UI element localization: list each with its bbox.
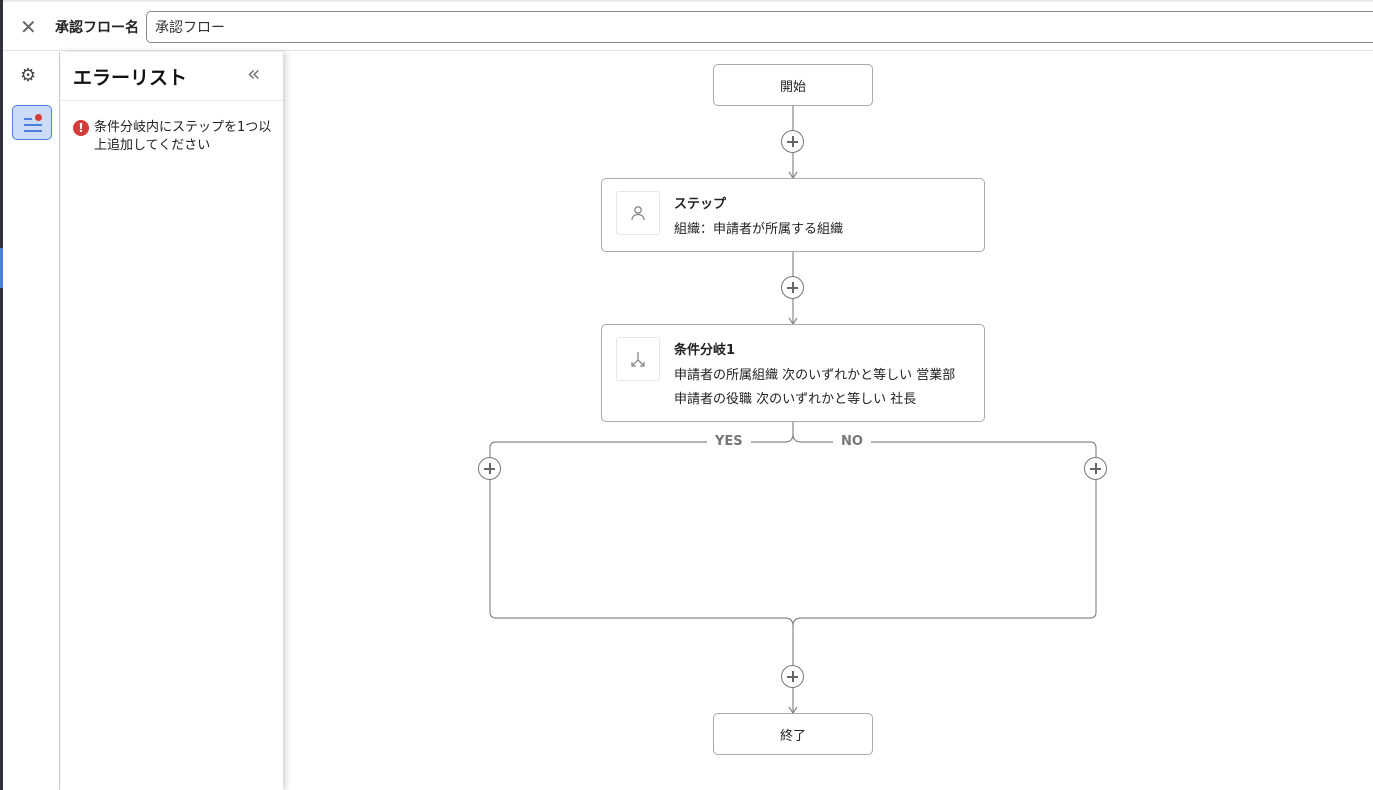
start-label: 開始 bbox=[779, 79, 806, 95]
panel-title: エラーリスト bbox=[73, 67, 188, 89]
no-label: NO bbox=[833, 434, 871, 449]
branch-icon bbox=[616, 337, 660, 381]
list-icon bbox=[24, 118, 32, 120]
flow-name-input[interactable] bbox=[146, 11, 1373, 43]
error-message: 条件分岐内にステップを1つ以上追加してください bbox=[94, 120, 272, 153]
yes-label: YES bbox=[707, 434, 751, 449]
add-step-button[interactable] bbox=[781, 130, 804, 153]
close-icon[interactable]: ✕ bbox=[20, 15, 37, 39]
add-step-button[interactable] bbox=[781, 665, 804, 688]
double-chevron-left-icon[interactable]: « bbox=[247, 62, 261, 87]
window-edge bbox=[0, 0, 3, 790]
header: ✕ 承認フロー名 bbox=[3, 0, 1373, 51]
error-list-panel: エラーリスト « ! 条件分岐内にステップを1つ以上追加してください bbox=[61, 52, 283, 790]
step-detail: 組織：申請者が所属する組織 bbox=[674, 222, 844, 237]
step-node[interactable]: ステップ 組織：申請者が所属する組織 bbox=[601, 178, 985, 252]
list-line bbox=[24, 124, 42, 126]
add-step-button[interactable] bbox=[781, 276, 804, 299]
end-node[interactable]: 終了 bbox=[713, 713, 873, 755]
icon-rail: ⚙ bbox=[3, 52, 60, 790]
add-no-step-button[interactable] bbox=[1084, 457, 1107, 480]
list-line bbox=[24, 130, 42, 132]
error-icon: ! bbox=[73, 120, 89, 136]
edge-highlight bbox=[0, 248, 3, 288]
gear-icon[interactable]: ⚙ bbox=[20, 65, 37, 86]
add-yes-step-button[interactable] bbox=[478, 457, 501, 480]
step-title: ステップ bbox=[674, 197, 727, 212]
error-list-button[interactable] bbox=[12, 105, 52, 140]
branch-title: 条件分岐1 bbox=[674, 343, 736, 358]
flow-name-label: 承認フロー名 bbox=[55, 20, 139, 36]
person-icon bbox=[616, 191, 660, 235]
branch-condition: 申請者の役職 次のいずれかと等しい 社長 bbox=[674, 392, 917, 407]
badge-dot bbox=[35, 114, 42, 121]
branch-condition: 申請者の所属組織 次のいずれかと等しい 営業部 bbox=[674, 368, 956, 383]
error-item[interactable]: ! 条件分岐内にステップを1つ以上追加してください bbox=[73, 119, 273, 155]
start-node[interactable]: 開始 bbox=[713, 64, 873, 106]
branch-node[interactable]: 条件分岐1 申請者の所属組織 次のいずれかと等しい 営業部 申請者の役職 次のい… bbox=[601, 324, 985, 422]
end-label: 終了 bbox=[779, 728, 806, 744]
